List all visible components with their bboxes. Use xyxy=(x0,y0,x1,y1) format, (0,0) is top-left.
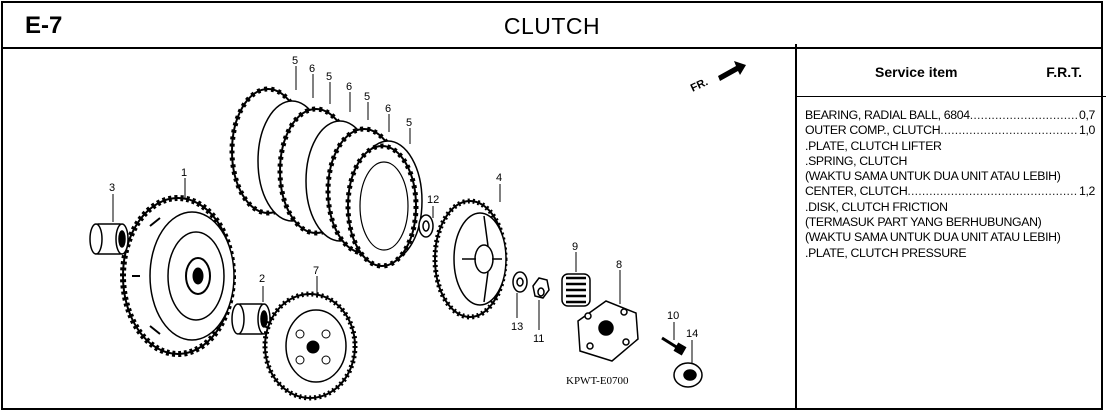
page-title: CLUTCH xyxy=(503,13,601,39)
part-10-bolt xyxy=(661,336,687,356)
page-header: E-7 CLUTCH xyxy=(3,3,1101,49)
callout-2: 2 xyxy=(259,273,265,285)
callout-10: 10 xyxy=(667,310,679,322)
part-8-lifter-plate xyxy=(577,300,639,362)
column-divider xyxy=(795,44,797,409)
part-13-washer xyxy=(512,271,528,293)
service-panel: Service item F.R.T. BEARING, RADIAL BALL… xyxy=(797,46,1106,412)
callout-9: 9 xyxy=(572,241,578,253)
part-5-6-clutch-plates xyxy=(229,86,423,269)
part-11-lock-nut xyxy=(532,277,550,299)
service-item-row: CENTER, CLUTCH1,2 xyxy=(805,184,1095,199)
callout-6c: 6 xyxy=(385,103,391,115)
callout-11: 11 xyxy=(533,333,544,345)
service-panel-header: Service item F.R.T. xyxy=(797,46,1106,97)
service-item-list: BEARING, RADIAL BALL, 68040,7 OUTER COMP… xyxy=(805,108,1095,261)
model-code: KPWT-E0700 xyxy=(566,375,629,387)
callout-5c: 5 xyxy=(364,91,370,103)
service-item-row: OUTER COMP., CLUTCH1,0 xyxy=(805,123,1095,138)
callout-3: 3 xyxy=(109,182,115,194)
exploded-diagram: FR. xyxy=(89,55,746,401)
service-item-column-header: Service item xyxy=(875,64,958,80)
part-4-clutch-center xyxy=(432,198,508,320)
service-item-row: (WAKTU SAMA UNTUK DUA UNIT ATAU LEBIH) xyxy=(805,230,1061,245)
page-code: E-7 xyxy=(25,12,63,39)
part-12-washer xyxy=(418,214,434,238)
part-7-pressure-plate xyxy=(262,291,358,401)
leader-lines xyxy=(112,66,693,364)
part-9-clutch-springs xyxy=(561,273,591,307)
service-item-row: .SPRING, CLUTCH xyxy=(805,153,908,168)
callout-5d: 5 xyxy=(406,117,412,129)
callout-14: 14 xyxy=(686,328,698,340)
callout-5a: 5 xyxy=(292,55,298,67)
callout-12: 12 xyxy=(427,194,439,206)
callout-8: 8 xyxy=(616,259,622,271)
part-1-clutch-outer xyxy=(120,195,236,357)
service-item-row: .DISK, CLUTCH FRICTION xyxy=(805,199,948,214)
part-14-bearing xyxy=(673,362,703,388)
callout-1: 1 xyxy=(181,167,187,179)
service-item-row: .PLATE, CLUTCH LIFTER xyxy=(805,138,942,153)
service-item-row: .PLATE, CLUTCH PRESSURE xyxy=(805,245,967,260)
part-3-bearing xyxy=(89,223,129,255)
callout-4: 4 xyxy=(496,172,502,184)
callout-6a: 6 xyxy=(309,63,315,75)
callout-6b: 6 xyxy=(346,81,352,93)
part-2-bushing xyxy=(231,303,271,335)
service-item-row: (TERMASUK PART YANG BERHUBUNGAN) xyxy=(805,215,1042,230)
callout-13: 13 xyxy=(511,321,523,333)
front-direction-arrow xyxy=(718,61,746,81)
frt-column-header: F.R.T. xyxy=(1046,64,1082,80)
service-item-row: BEARING, RADIAL BALL, 68040,7 xyxy=(805,108,1095,123)
front-direction-label: FR. xyxy=(689,76,710,94)
callout-7: 7 xyxy=(313,265,319,277)
service-item-row: (WAKTU SAMA UNTUK DUA UNIT ATAU LEBIH) xyxy=(805,169,1061,184)
callout-5b: 5 xyxy=(326,71,332,83)
